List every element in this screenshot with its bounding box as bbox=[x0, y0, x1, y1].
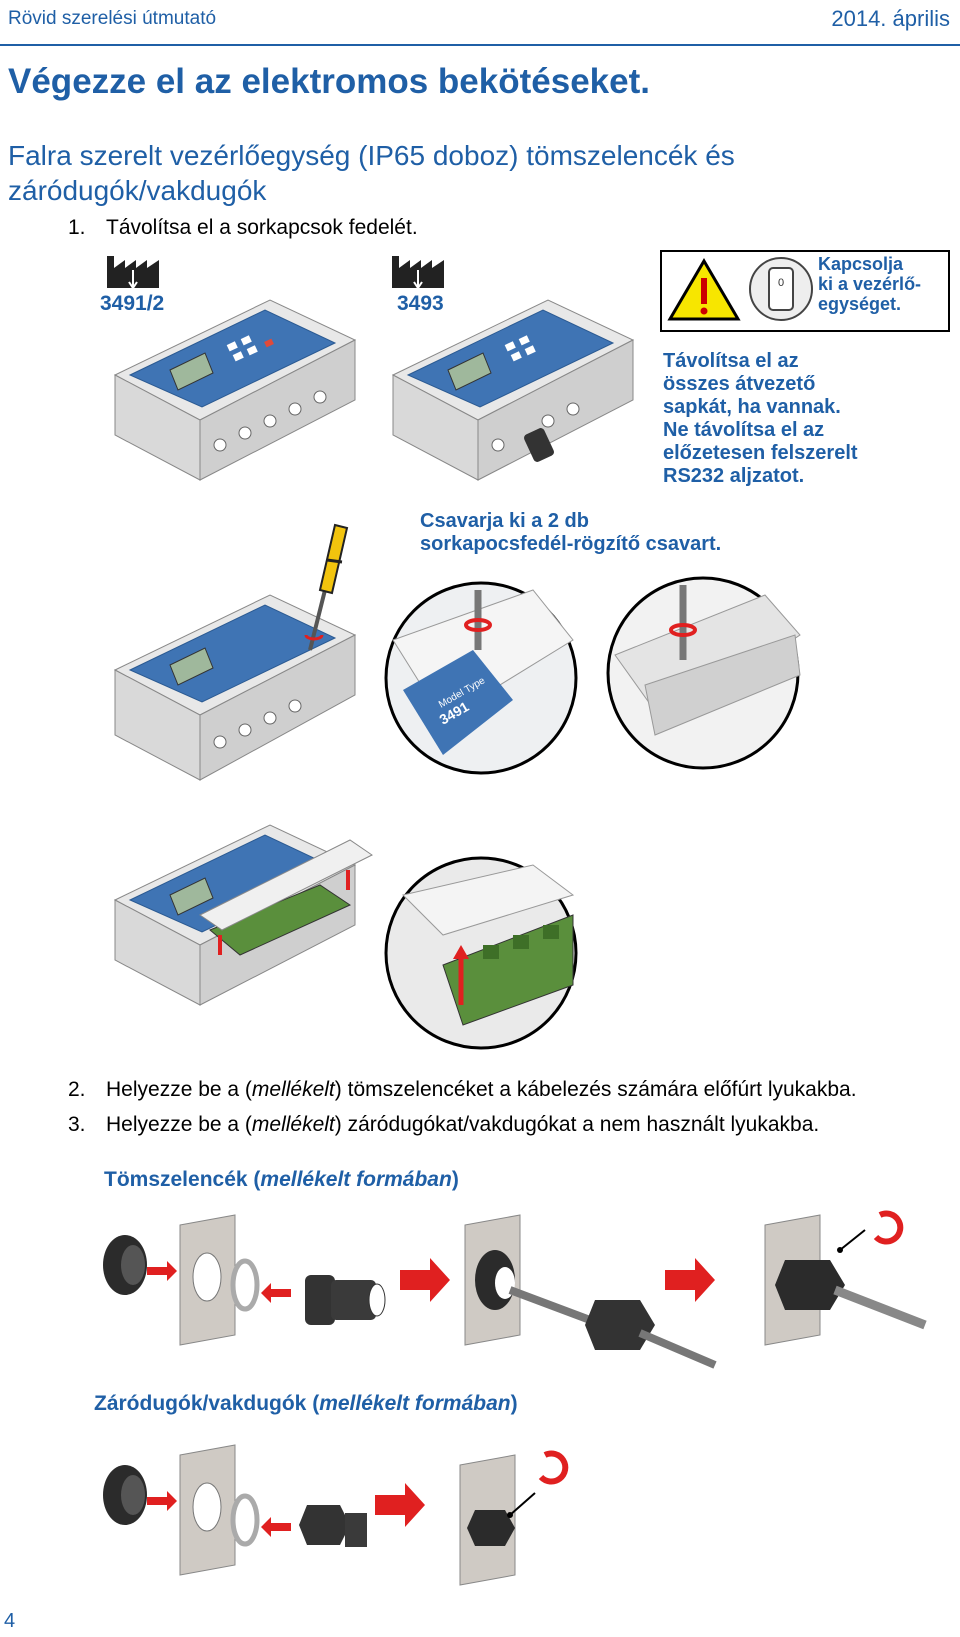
zoom-detail-screw-right bbox=[606, 576, 801, 770]
plugs-heading: Záródugók/vakdugók (mellékelt formában) bbox=[94, 1392, 518, 1415]
device-cover-removed-illustration bbox=[113, 824, 373, 1006]
callout-remove-caps: Távolítsa el az összes átvezető sapkát, … bbox=[663, 350, 858, 487]
device-illustration-3493 bbox=[391, 299, 635, 481]
step-text: Távolítsa el a sorkapcsok fedelét. bbox=[106, 216, 418, 239]
factory-icon bbox=[107, 256, 159, 290]
callout-unscrew: Csavarja ki a 2 db sorkapocsfedél-rögzít… bbox=[420, 510, 722, 555]
step-1: 1. Távolítsa el a sorkapcsok fedelét. bbox=[68, 216, 418, 240]
gland-assembly-sequence bbox=[103, 1210, 927, 1369]
zoom-detail-terminal-block bbox=[384, 856, 578, 1050]
document-date: 2014. április bbox=[831, 6, 950, 31]
section-heading: Falra szerelt vezérlőegység (IP65 doboz)… bbox=[8, 140, 735, 206]
device-with-screwdriver-illustration bbox=[113, 523, 357, 781]
warning-triangle-icon bbox=[667, 258, 741, 321]
page-number: 4 bbox=[4, 1610, 16, 1632]
step-number: 3. bbox=[68, 1113, 86, 1136]
warning-box: 0 Kapcsolja ki a vezérlő- egységet. bbox=[660, 250, 950, 332]
page-title: Végezze el az elektromos bekötéseket. bbox=[8, 62, 650, 101]
step-2: 2.Helyezze be a (mellékelt) tömszelencék… bbox=[68, 1078, 857, 1101]
power-switch-icon: 0 bbox=[749, 257, 813, 321]
step-number: 2. bbox=[68, 1078, 86, 1101]
model-label-3491-2: 3491/2 bbox=[100, 292, 165, 315]
glands-heading: Tömszelencék (mellékelt formában) bbox=[104, 1168, 459, 1191]
warning-text: Kapcsolja ki a vezérlő- egységet. bbox=[818, 254, 922, 314]
header-rule bbox=[0, 44, 960, 46]
step-3: 3.Helyezze be a (mellékelt) záródugókat/… bbox=[68, 1113, 820, 1136]
switch-label: 0 bbox=[778, 277, 784, 289]
zoom-detail-screw-left: Model Type 3491 bbox=[384, 581, 578, 775]
model-label-3493: 3493 bbox=[397, 292, 444, 315]
document-title: Rövid szerelési útmutató bbox=[8, 8, 217, 29]
factory-icon bbox=[392, 256, 444, 290]
plug-assembly-sequence bbox=[103, 1444, 569, 1586]
device-illustration-3491 bbox=[113, 299, 357, 481]
step-number: 1. bbox=[68, 216, 86, 239]
